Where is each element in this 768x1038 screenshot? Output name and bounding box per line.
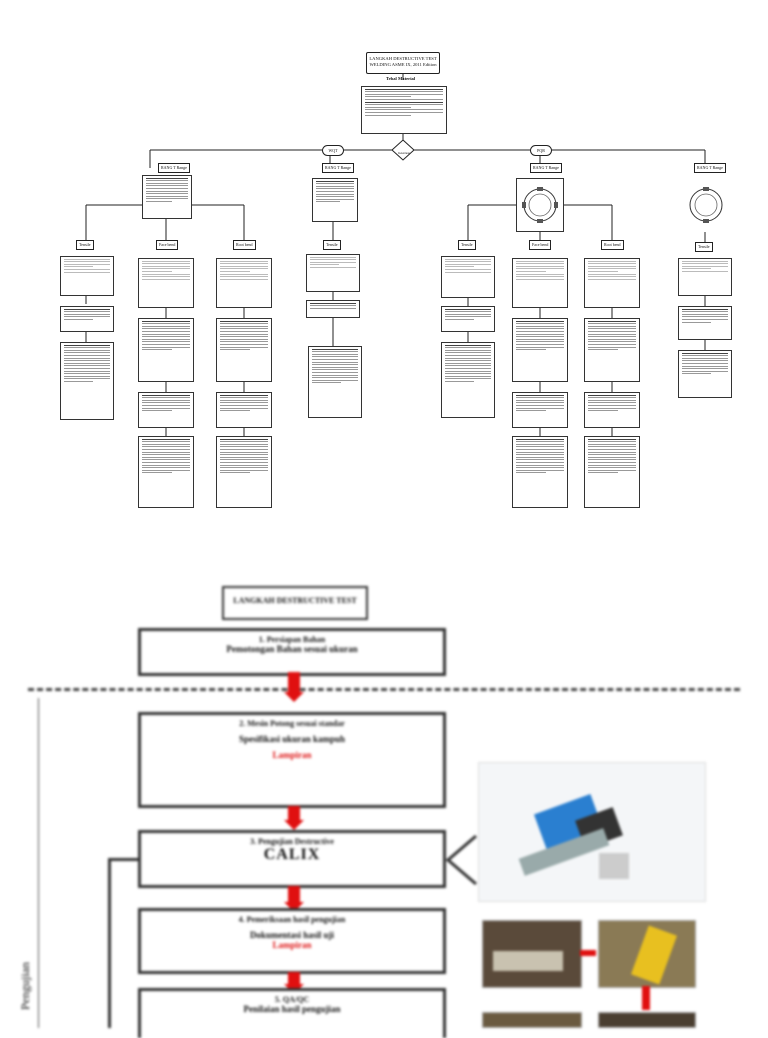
tag-tensile-far: Tensile (695, 242, 713, 252)
criteria-root-bend-right (584, 436, 640, 508)
step-5-title: 5. QA/QC (274, 995, 310, 1004)
criteria-face-bend-right (512, 436, 568, 508)
step-3-box: 3. Pengujian Destructive CALIX (138, 830, 446, 888)
tag-root-bend-right: Root bend (601, 240, 624, 250)
step-2-box: 2. Mesin Potong sesuai standar Spesifika… (138, 712, 446, 808)
bracket-line (38, 698, 39, 1028)
criteria-root-bend-left (216, 436, 272, 508)
table-face-bend-left (138, 318, 194, 382)
specimen-photo-2 (598, 920, 696, 988)
tag-root-bend-left: Root bend (233, 240, 256, 250)
connector-lines (85, 74, 706, 436)
sketch-tensile-left (60, 256, 114, 296)
lower-flowchart: LANGKAH DESTRUCTIVE TEST 1. Persiapan Ba… (0, 540, 768, 1038)
title-line-1: LANGKAH DESTRUCTIVE TEST (369, 56, 437, 61)
sketch-face-bend-left (138, 258, 194, 308)
procedure-face-bend-left (138, 392, 194, 428)
step-2-title: 2. Mesin Potong sesuai standar (239, 719, 345, 728)
red-arrow-3 (284, 886, 304, 912)
specimen-photo-4 (598, 1012, 696, 1028)
step-5-text: Penilaian hasil pengujian (243, 1004, 341, 1014)
sketch-tensile-mid (306, 254, 360, 292)
pipe-section-far-icon (689, 187, 723, 223)
branch-pill-left: WQT (322, 145, 344, 156)
specimen-photo-3 (482, 1012, 582, 1028)
procedure-tensile-far (678, 306, 732, 340)
step-3-title: 3. Pengujian Destructive (250, 837, 334, 846)
table-root-bend-left (216, 318, 272, 382)
range-tag-mid: RANG T Range (322, 163, 354, 173)
step-1-title: 1. Persiapan Bahan (258, 635, 326, 644)
machine-photo (478, 762, 706, 902)
step-2-text: Spesifikasi ukuran kampuh (238, 734, 346, 744)
range-tag-right: RANG T Range (530, 163, 562, 173)
sketch-face-bend-right (512, 258, 568, 308)
specimen-diagram-right (516, 178, 564, 232)
material-label: Tebal Material (386, 76, 416, 81)
branch-pill-right: PQR (530, 145, 552, 156)
criteria-tensile-far (678, 350, 732, 398)
step-4-text: Dokumentasi hasil uji (249, 930, 335, 940)
criteria-tensile-mid (308, 346, 362, 418)
photo-arrow-right (580, 950, 596, 956)
procedure-face-bend-right (512, 392, 568, 428)
specimen-photo-1 (482, 920, 582, 988)
procedure-root-bend-right (584, 392, 640, 428)
title-box: LANGKAH DESTRUCTIVE TEST WELDING ASME IX… (366, 52, 440, 74)
tag-tensile-mid: Tensile (323, 240, 341, 250)
step-4-box: 4. Pemeriksaan hasil pengujian Dokumenta… (138, 908, 446, 974)
table-face-bend-right (512, 318, 568, 382)
feedback-line-vertical (108, 858, 111, 1028)
tag-face-bend-left: Face bend (156, 240, 179, 250)
tag-tensile-left: Tensile (76, 240, 94, 250)
material-table (361, 86, 447, 134)
title-line-2: WELDING ASME IX, 2011 Edition (369, 62, 437, 67)
red-arrow-4 (284, 972, 304, 994)
feedback-line-top (108, 858, 138, 861)
step-1-text: Pemotongan Bahan sesuai ukuran (226, 644, 358, 654)
tag-tensile-right: Tensile (458, 240, 476, 250)
tag-face-bend-right: Face bend (529, 240, 552, 250)
sketch-tensile-right (441, 256, 495, 298)
sketch-tensile-far (678, 258, 732, 296)
red-arrow-2 (284, 806, 304, 830)
red-arrow-1 (284, 672, 304, 702)
range-table-mid (312, 178, 358, 222)
dashed-divider (28, 688, 740, 691)
criteria-tensile-left (60, 342, 114, 420)
table-root-bend-right (584, 318, 640, 382)
step-3-big: CALIX (263, 846, 321, 863)
photo-arrow-down (642, 986, 650, 1010)
step-4-note: Lampiran (272, 940, 312, 950)
procedure-tensile-mid (306, 300, 360, 318)
step-5-box: 5. QA/QC Penilaian hasil pengujian (138, 988, 446, 1038)
procedure-root-bend-left (216, 392, 272, 428)
specimen-diagram-far-right (680, 178, 730, 232)
procedure-tensile-left (60, 306, 114, 332)
step-2-note: Lampiran (272, 750, 312, 760)
sketch-root-bend-right (584, 258, 640, 308)
pointer-arrow-icon (445, 834, 477, 886)
start-box-text: LANGKAH DESTRUCTIVE TEST (233, 596, 357, 605)
range-tag-left: RANG T Range (158, 163, 190, 173)
decision-label: Ketentuan (398, 152, 410, 155)
procedure-tensile-right (441, 306, 495, 332)
sketch-root-bend-left (216, 258, 272, 308)
range-tag-far-right: RANG T Range (694, 163, 726, 173)
decision-diamond (391, 139, 415, 161)
range-table-left (142, 175, 192, 219)
start-box: LANGKAH DESTRUCTIVE TEST (222, 586, 368, 620)
pipe-section-icon (522, 187, 558, 223)
side-label: Pengujian (18, 962, 32, 1010)
criteria-tensile-right (441, 342, 495, 418)
criteria-face-bend-left (138, 436, 194, 508)
step-1-box: 1. Persiapan Bahan Pemotongan Bahan sesu… (138, 628, 446, 676)
step-4-title: 4. Pemeriksaan hasil pengujian (238, 915, 346, 924)
